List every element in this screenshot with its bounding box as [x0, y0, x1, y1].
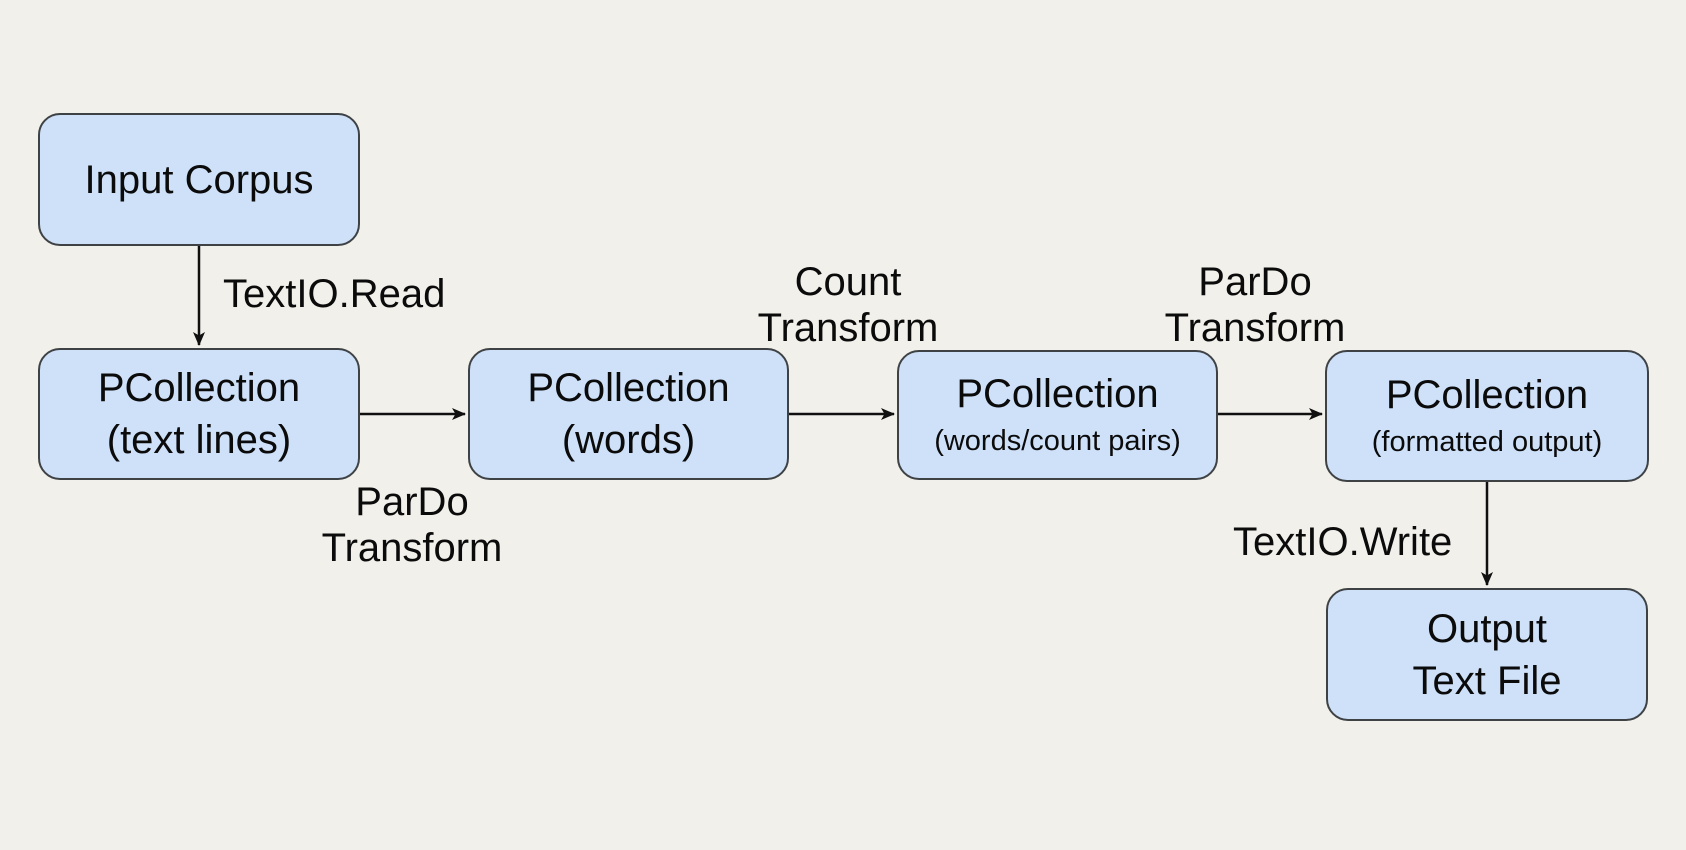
- node-subtitle: (words/count pairs): [934, 425, 1181, 457]
- edge-label-textio-read: TextIO.Read: [223, 272, 446, 316]
- edge-label-pardo-transform-1: ParDo Transform: [322, 479, 503, 571]
- edge-label-count-transform: Count Transform: [758, 259, 939, 351]
- node-title-line2: Text File: [1412, 658, 1562, 703]
- node-output-text-file: Output Text File: [1326, 588, 1648, 721]
- node-subtitle: (formatted output): [1371, 426, 1603, 458]
- node-title: PCollection: [1385, 373, 1589, 417]
- edge-label-textio-write: TextIO.Write: [1233, 520, 1453, 564]
- edge-label-pardo-transform-2: ParDo Transform: [1165, 259, 1346, 351]
- edge-label-line: ParDo: [1198, 260, 1312, 304]
- node-title-line1: Output: [1426, 606, 1548, 651]
- node-input-corpus: Input Corpus: [38, 113, 360, 246]
- node-title: PCollection: [97, 366, 301, 410]
- node-pcollection-text-lines: PCollection (text lines): [38, 348, 360, 480]
- edge-label-line: Transform: [757, 306, 939, 350]
- edge-label-line: Transform: [1164, 306, 1346, 350]
- edge-label-line: ParDo: [355, 480, 469, 524]
- node-pcollection-formatted-output: PCollection (formatted output): [1325, 350, 1649, 482]
- node-subtitle: (words): [561, 418, 696, 462]
- node-title: PCollection: [956, 372, 1159, 416]
- edge-label-line: Transform: [321, 526, 503, 570]
- node-pcollection-words: PCollection (words): [468, 348, 789, 480]
- node-title: PCollection: [527, 366, 730, 410]
- node-pcollection-word-count-pairs: PCollection (words/count pairs): [897, 350, 1218, 480]
- edge-label-line: Count: [794, 260, 902, 304]
- node-subtitle: (text lines): [106, 418, 292, 462]
- node-title: Input Corpus: [84, 157, 314, 202]
